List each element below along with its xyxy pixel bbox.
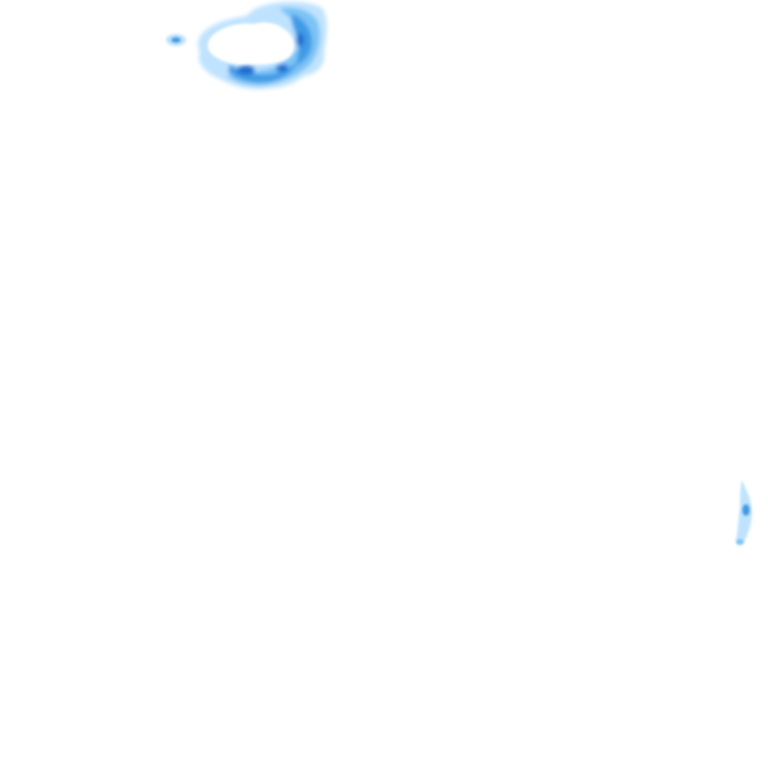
precipitation-streak-east	[736, 480, 752, 545]
echo-core-east	[296, 33, 304, 47]
echo-streak-tail	[736, 539, 744, 545]
echo-streak-core	[742, 504, 750, 516]
echo-strong-south-arc	[228, 62, 298, 83]
echo-clear-core	[207, 22, 294, 65]
precipitation-speck-west	[166, 34, 186, 46]
echo-speck-core	[171, 37, 181, 43]
echo-core-southeast	[276, 64, 288, 72]
echo-core-south	[237, 65, 255, 75]
